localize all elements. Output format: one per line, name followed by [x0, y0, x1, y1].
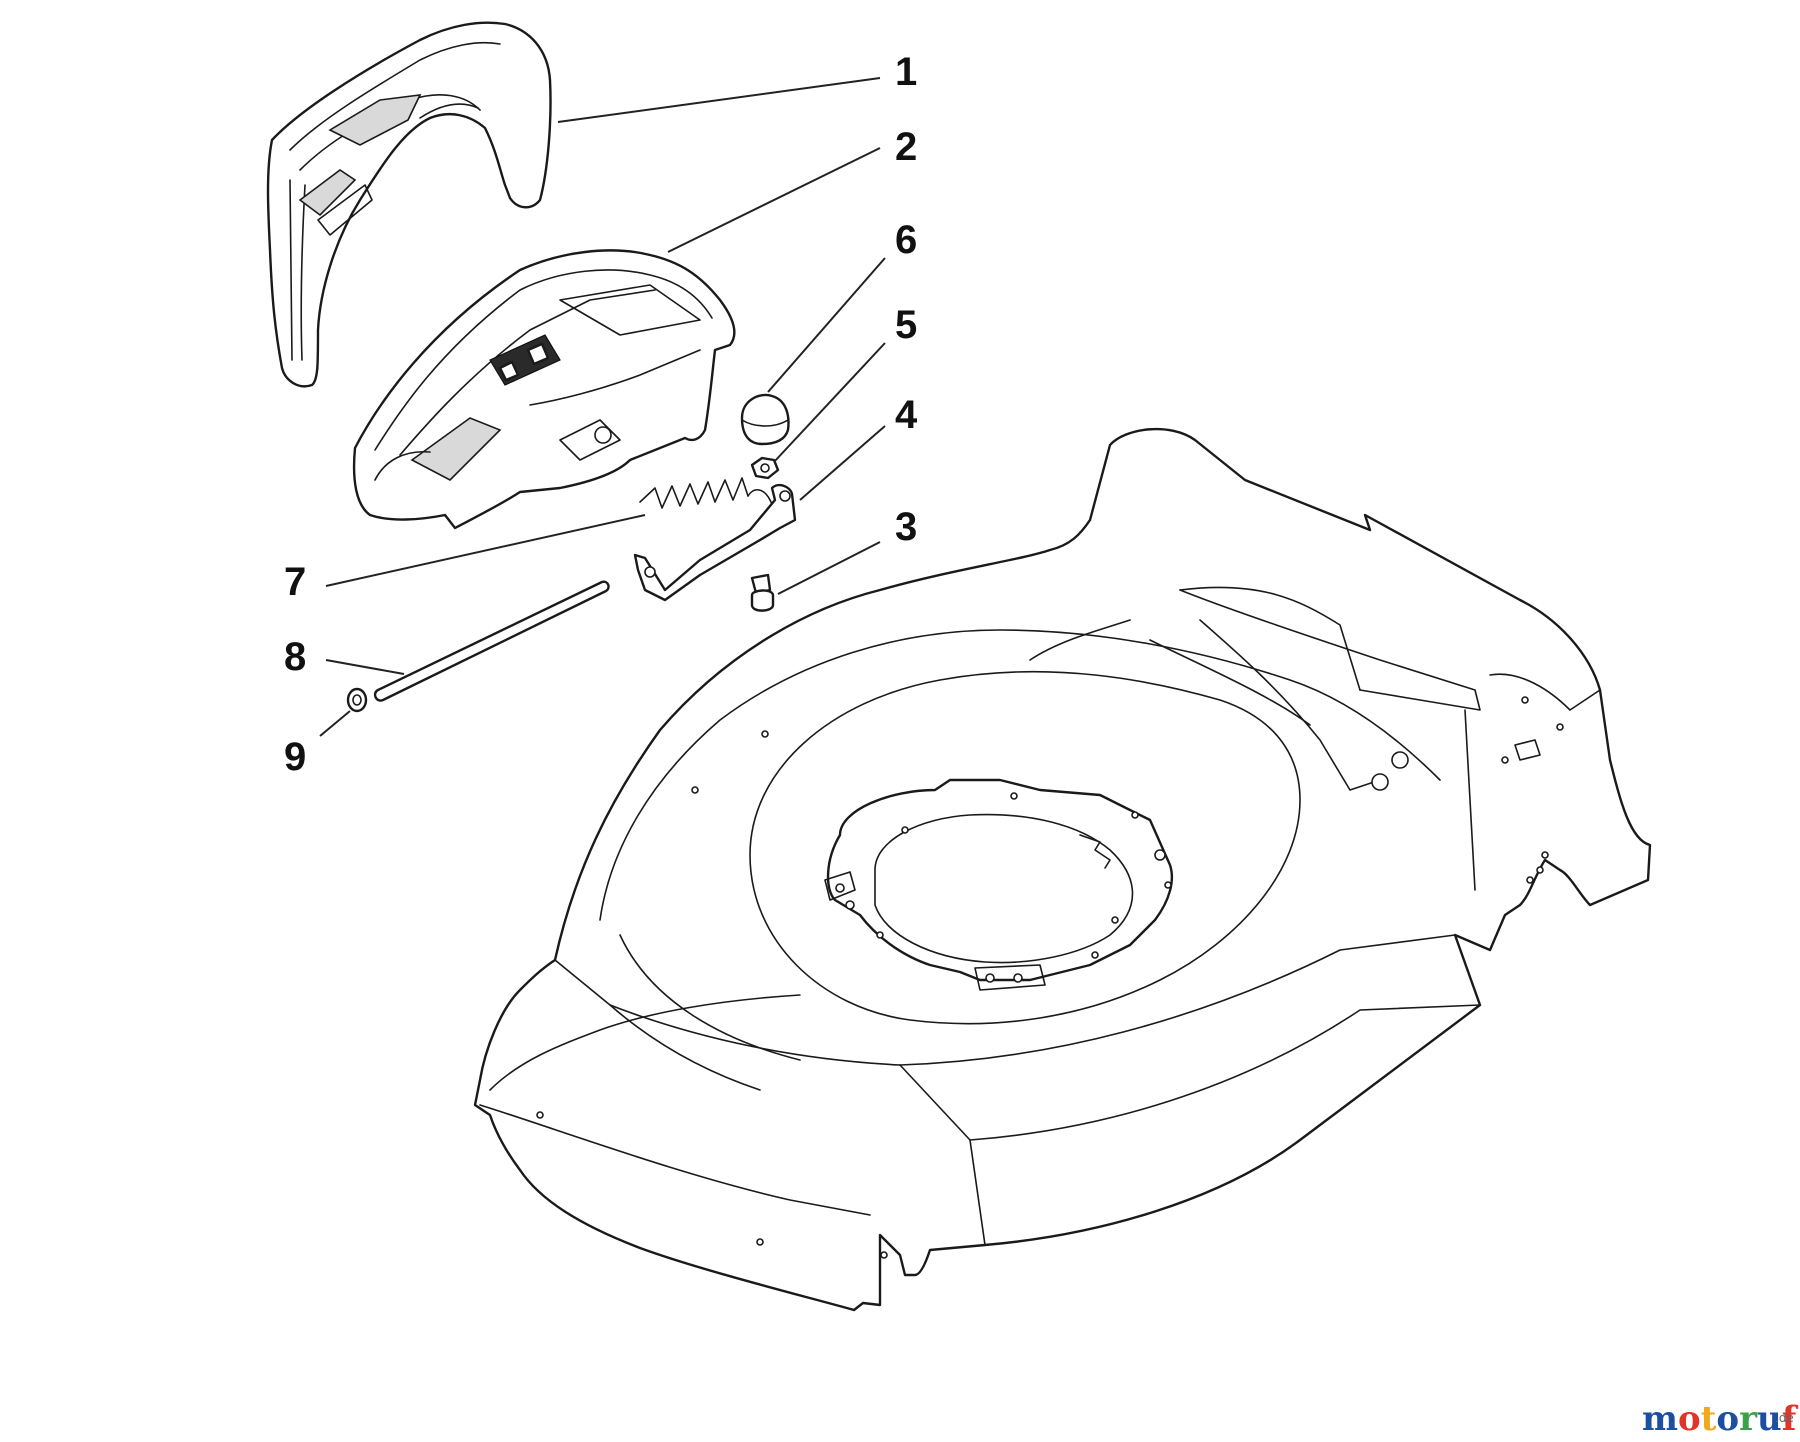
- watermark-suffix: .de: [1775, 1411, 1794, 1425]
- watermark-letter: m: [1642, 1399, 1678, 1439]
- watermark-letter: o: [1678, 1399, 1701, 1439]
- cap-nut-part: [740, 393, 790, 446]
- leader-7: [325, 514, 646, 587]
- bracket-cover-part: [352, 249, 736, 530]
- callout-1: 1: [895, 50, 917, 94]
- spring-part: [639, 477, 776, 511]
- watermark: motoruf .de: [1642, 1399, 1799, 1439]
- washer-part: [346, 687, 368, 713]
- callout-5: 5: [895, 303, 917, 347]
- callout-4: 4: [895, 393, 918, 437]
- watermark-letter: u: [1757, 1399, 1782, 1439]
- mower-deck-part: [473, 427, 1652, 1312]
- watermark-letter: r: [1739, 1399, 1758, 1439]
- rear-flap-part: [266, 21, 552, 388]
- callout-labels: 1 2 6 5 4 3 7 8 9: [284, 50, 918, 779]
- callout-7: 7: [284, 560, 306, 604]
- leader-lines: [319, 77, 886, 737]
- callout-6: 6: [895, 218, 917, 262]
- leader-4: [799, 425, 886, 501]
- leader-8: [325, 659, 405, 675]
- callout-8: 8: [284, 635, 306, 679]
- callout-2: 2: [895, 125, 917, 169]
- watermark-letter: f: [1782, 1399, 1799, 1439]
- leader-3: [777, 541, 881, 595]
- callout-3: 3: [895, 505, 917, 549]
- callout-9: 9: [284, 735, 306, 779]
- leader-2: [667, 147, 881, 253]
- watermark-text: motoruf: [1642, 1399, 1799, 1439]
- hex-nut-part: [750, 456, 780, 480]
- leader-5: [773, 342, 886, 463]
- leader-1: [557, 77, 881, 123]
- rod-part: [373, 580, 610, 702]
- bracket-plate-part: [633, 483, 797, 602]
- leader-6: [767, 257, 886, 393]
- bolt-part: [750, 573, 775, 612]
- watermark-letter: t: [1701, 1399, 1717, 1439]
- watermark-letter: o: [1716, 1399, 1739, 1439]
- leader-9: [319, 710, 351, 737]
